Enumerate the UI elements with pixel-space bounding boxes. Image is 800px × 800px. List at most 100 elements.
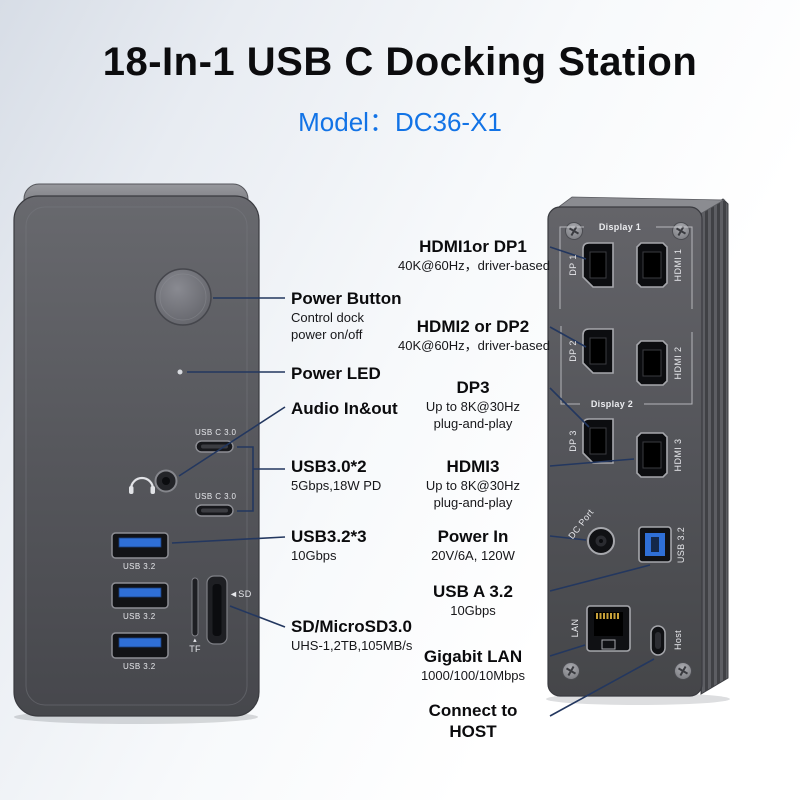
line-hdmi2-dp2 (549, 326, 587, 348)
power-led (177, 369, 183, 375)
callout-subtext: 10Gbps (450, 603, 496, 618)
callout-subtext: power on/off (291, 326, 363, 342)
callout-title: Connect to (428, 701, 518, 720)
callout-lines (171, 246, 655, 717)
callout-title: Audio In&out (291, 399, 398, 418)
callout-hdmi3: HDMI3 Up to 8K@30Hz plug-and-play (398, 456, 548, 510)
line-sd (229, 605, 286, 628)
callout-power-button: Power Button Control dock power on/off (291, 288, 402, 342)
hdmi2-label: HDMI 2 (673, 346, 683, 380)
callout-title: Power In (437, 527, 509, 546)
line-usb-a-32 (549, 564, 651, 592)
callout-title: HDMI3 (446, 457, 500, 476)
screw-bottom-right (674, 662, 692, 680)
line-usb30 (237, 446, 285, 512)
line-lan (549, 644, 586, 657)
usb-a-port-2 (111, 582, 169, 609)
page-title: 18-In-1 USB C Docking Station (102, 40, 698, 84)
heatsink-fins (700, 198, 729, 695)
usb-c-port-2 (195, 504, 234, 517)
callout-audio: Audio In&out (291, 398, 398, 419)
dp2-port (582, 328, 614, 374)
host-usb-c-port (650, 625, 666, 656)
hdmi3-label: HDMI 3 (673, 438, 683, 472)
callout-title: HDMI2 or DP2 (416, 317, 530, 336)
line-dp3 (549, 387, 590, 428)
callout-power-led: Power LED (291, 363, 381, 384)
callout-subtext: plug-and-play (433, 494, 513, 510)
callout-subtext: 20V/6A, 120W (431, 548, 515, 563)
back-device (546, 196, 730, 705)
callout-title: Gigabit LAN (423, 647, 523, 666)
callout-usb-a-32: USB A 3.2 10Gbps (398, 581, 548, 619)
usb-a-port-label-3: USB 3.2 (123, 662, 156, 671)
usb-a-port-3 (111, 632, 169, 659)
line-hdmi3 (549, 458, 635, 467)
dp1-label: DP 1 (568, 254, 578, 276)
usb-a-port-label-1: USB 3.2 (123, 562, 156, 571)
callout-title: USB3.0*2 (291, 457, 367, 476)
usb32-back-label: USB 3.2 (676, 526, 686, 564)
usb-a-3-2-port-back (638, 526, 672, 563)
hdmi1-label: HDMI 1 (673, 248, 683, 282)
usb-a-port-1 (111, 532, 169, 559)
callout-sd-microsd: SD/MicroSD3.0 UHS-1,2TB,105MB/s (291, 616, 412, 654)
dp1-port (582, 242, 614, 288)
callout-power-in: Power In 20V/6A, 120W (398, 526, 548, 564)
callout-subtext: 40K@60Hz，driver-based (398, 338, 550, 353)
callout-subtext: 1000/100/10Mbps (420, 668, 526, 683)
screw-bottom-left (562, 662, 580, 680)
dp3-label: DP 3 (568, 430, 578, 452)
callout-title: Power Button (291, 289, 402, 308)
callout-usb32: USB3.2*3 10Gbps (291, 526, 367, 564)
callout-subtext: Up to 8K@30Hz (425, 399, 521, 414)
dp2-label: DP 2 (568, 340, 578, 362)
hdmi2-port (636, 340, 668, 386)
model-subtitle: Model：DC36-X1 (298, 107, 502, 137)
usb-c-port-label-2: USB C 3.0 (195, 492, 237, 501)
display1-label: Display 1 (598, 222, 642, 232)
sd-slot-label: ◄SD (229, 589, 252, 599)
display2-label: Display 2 (590, 399, 634, 409)
hdmi3-port (636, 432, 668, 478)
front-device (13, 183, 260, 724)
line-hdmi1-dp1 (549, 246, 587, 260)
line-power-in (549, 535, 587, 541)
callout-subtext: Up to 8K@30Hz (425, 478, 521, 493)
callout-hdmi1-dp1: HDMI1or DP1 40K@60Hz，driver-based (398, 236, 550, 274)
tf-arrow-icon: ▴ (193, 637, 197, 644)
usb-c-port-1 (195, 440, 234, 453)
headphone-icon (129, 476, 155, 494)
callout-dp3: DP3 Up to 8K@30Hz plug-and-play (398, 377, 548, 431)
callout-title: HDMI1or DP1 (419, 237, 527, 256)
callout-gigabit-lan: Gigabit LAN 1000/100/10Mbps (398, 646, 548, 684)
line-audio (178, 406, 286, 477)
callout-usb30: USB3.0*2 5Gbps,18W PD (291, 456, 381, 494)
dc-power-jack (587, 527, 615, 555)
callout-title: USB3.2*3 (291, 527, 367, 546)
display-group-brackets (559, 226, 693, 405)
callout-title: DP3 (456, 378, 490, 397)
lan-port (586, 605, 631, 652)
usb-c-port-label-1: USB C 3.0 (195, 428, 237, 437)
callout-title: Power LED (291, 364, 381, 383)
callout-connect-to-host: Connect to HOST (398, 700, 548, 742)
callout-subtext: UHS-1,2TB,105MB/s (291, 638, 413, 653)
callout-title: USB A 3.2 (433, 582, 513, 601)
usb-a-port-label-2: USB 3.2 (123, 612, 156, 621)
line-host (549, 658, 655, 717)
callout-subtext: 10Gbps (291, 548, 337, 563)
power-button (154, 268, 212, 326)
lan-label: LAN (570, 618, 580, 638)
host-label: Host (673, 629, 683, 651)
callout-subtext: Control dock (291, 310, 364, 325)
callout-hdmi2-dp2: HDMI2 or DP2 40K@60Hz，driver-based (398, 316, 550, 354)
tf-slot-label: TF (189, 644, 201, 654)
callout-subtext: plug-and-play (433, 415, 513, 431)
line-usb32 (171, 536, 286, 544)
callout-title: SD/MicroSD3.0 (291, 617, 412, 636)
callout-subtext: 40K@60Hz，driver-based (398, 258, 550, 273)
callout-subtext: 5Gbps,18W PD (291, 478, 382, 493)
